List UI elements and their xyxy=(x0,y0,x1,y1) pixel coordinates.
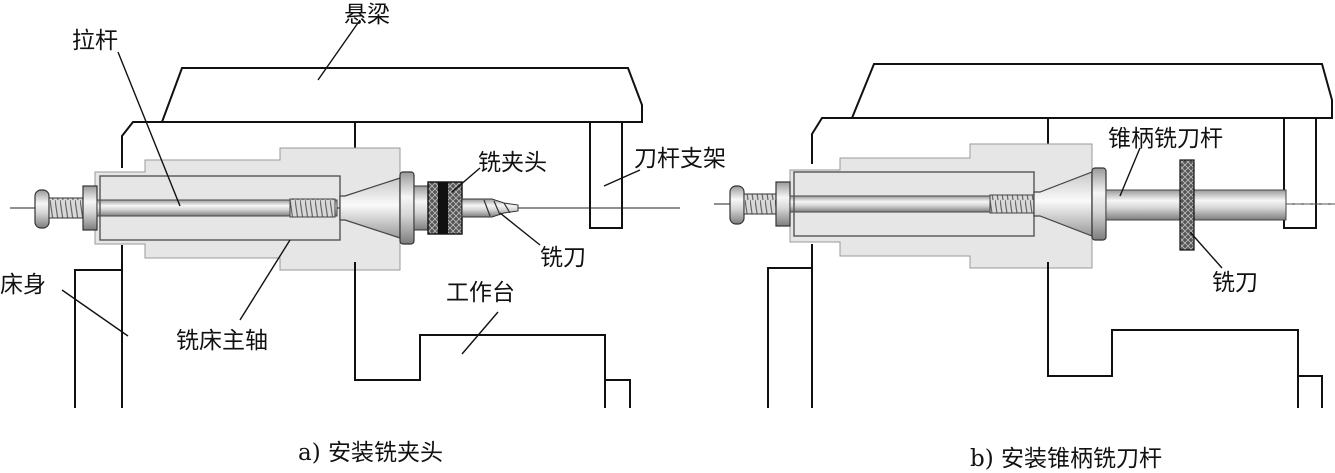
figure-a: 悬梁 拉杆 铣夹头 刀杆支架 铣刀 床身 铣床主轴 工作台 a) 安装铣夹头 xyxy=(0,2,726,466)
leader-overarm xyxy=(317,19,361,81)
leader-spindle xyxy=(239,239,291,321)
leader-support xyxy=(603,169,641,187)
drawbar-rod-a xyxy=(96,199,338,217)
taper-flange-b xyxy=(1091,167,1107,241)
leader-table xyxy=(461,311,499,355)
chuck-band-a xyxy=(438,182,448,234)
arbor-shaft-b xyxy=(1105,189,1287,221)
drawbar-nut-a xyxy=(82,185,98,231)
leader-cutter-b xyxy=(1189,231,1223,269)
leader-drawbar xyxy=(117,51,181,207)
cutter-disc-b xyxy=(1179,159,1195,251)
arbor-support-b xyxy=(1283,118,1317,229)
drawbar-rod-thread-b xyxy=(989,194,1035,214)
collet-flange-a xyxy=(399,171,415,245)
overarm-a xyxy=(160,67,643,123)
label-drawbar: 拉杆 xyxy=(72,28,118,54)
end-mill-flutes-a xyxy=(483,199,511,217)
label-spindle: 铣床主轴 xyxy=(176,328,268,354)
leader-cutter-a xyxy=(499,212,541,246)
label-arbor-support: 刀杆支架 xyxy=(634,146,726,172)
drawbar-knob-a xyxy=(34,189,50,229)
drawbar-knob-b xyxy=(729,185,745,225)
caption-b: b) 安装锥柄铣刀杆 xyxy=(970,446,1162,472)
drawbar-nut-b xyxy=(775,181,791,227)
arbor-support-a xyxy=(589,122,623,229)
label-taper-arbor: 锥柄铣刀杆 xyxy=(1108,126,1223,152)
leader-bed xyxy=(61,289,129,337)
label-bed: 床身 xyxy=(0,272,46,298)
column-lower-b xyxy=(1047,262,1323,408)
label-cutter-a: 铣刀 xyxy=(540,245,586,271)
leader-taper-arbor xyxy=(1119,147,1141,197)
bed-b xyxy=(767,244,813,408)
label-collet-chuck: 铣夹头 xyxy=(478,150,547,176)
label-table: 工作台 xyxy=(446,280,515,306)
label-cutter-b: 铣刀 xyxy=(1212,270,1258,296)
bed-a xyxy=(74,245,123,408)
collet-body-a xyxy=(413,185,429,231)
figure-b: 锥柄铣刀杆 铣刀 b) 安装锥柄铣刀杆 xyxy=(714,63,1335,472)
drawbar-rod-thread-a xyxy=(289,198,336,218)
caption-a: a) 安装铣夹头 xyxy=(298,440,443,466)
label-overarm: 悬梁 xyxy=(344,2,390,28)
column-lower-a xyxy=(354,262,631,408)
drawbar-thread-b xyxy=(743,193,777,215)
leader-chuck xyxy=(451,167,481,193)
overarm-b xyxy=(850,63,1333,119)
drawbar-thread-a xyxy=(48,197,84,219)
